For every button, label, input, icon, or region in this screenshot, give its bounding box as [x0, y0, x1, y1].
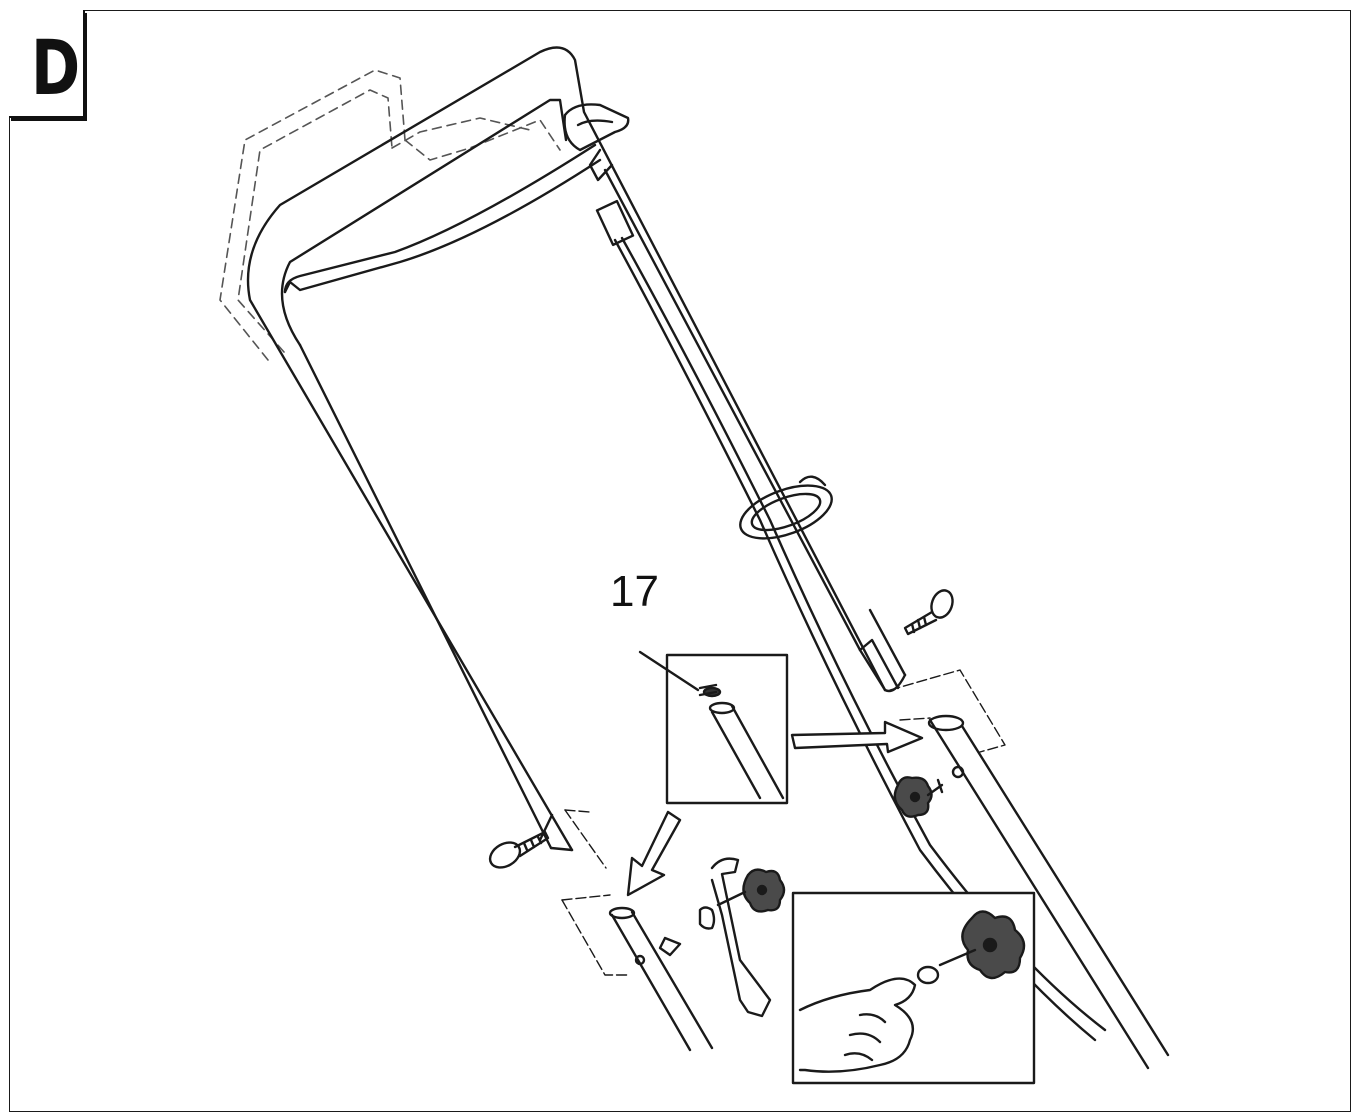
control-bar: [283, 103, 635, 294]
lower-tube-left: [608, 906, 714, 1052]
callout-17: 17: [610, 567, 659, 616]
panel-label: D: [31, 23, 81, 112]
carriage-bolt-right: [903, 589, 954, 636]
star-knob-middle: [742, 868, 786, 913]
lower-tube-right: [927, 714, 1170, 1070]
panel-label-tab: D: [9, 10, 85, 118]
arrow-right: [790, 720, 924, 754]
cable-clip: [739, 475, 833, 540]
adjustment-bracket: [658, 857, 772, 1018]
inset-detail-17: [638, 650, 789, 805]
inset-hand-tightening: [791, 891, 1036, 1085]
carriage-bolt-left: [488, 830, 550, 869]
arrow-left: [626, 810, 682, 897]
upper-handle: [246, 46, 907, 852]
star-knob-right: [893, 776, 944, 818]
alignment-guides: [561, 669, 1006, 976]
folded-handle-ghost: [219, 69, 561, 361]
